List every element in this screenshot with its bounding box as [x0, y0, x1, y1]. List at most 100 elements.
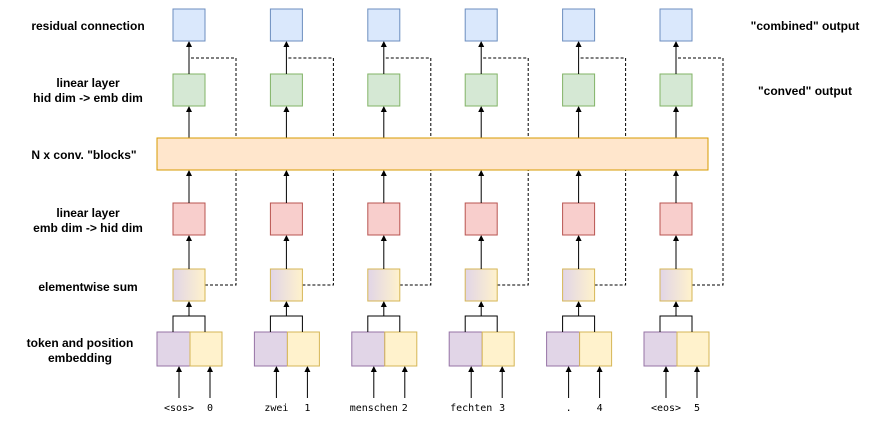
position-input-arrow-head: [499, 366, 506, 372]
conv-output-arrow-head: [673, 106, 679, 112]
elementwise-sum-box: [562, 268, 596, 302]
linear-out-box: [269, 73, 303, 107]
merge-line: [464, 315, 498, 332]
conv-input-arrow-head: [673, 170, 679, 176]
conv-output-arrow-head: [283, 106, 290, 112]
conv-blocks-bar: [156, 137, 709, 171]
residual-arrow-head: [380, 41, 387, 47]
label-embedding-line2: embedding: [48, 351, 112, 365]
residual-arrow-head: [283, 41, 290, 47]
token-embedding-box: [448, 331, 483, 367]
token-input-arrow-head: [176, 366, 182, 372]
position-embedding-box: [579, 331, 613, 367]
conv-output-arrow-head: [575, 106, 582, 112]
label-embedding-line1: token and position: [27, 336, 134, 350]
token-label: menschen: [350, 403, 398, 414]
label-linear-in-line2: emb dim -> hid dim: [33, 221, 143, 235]
position-label: 4: [597, 403, 603, 414]
linear-in-box: [562, 202, 596, 236]
token-input-arrow-head: [273, 366, 280, 372]
conv-output-arrow-head: [380, 106, 387, 112]
sum-input-arrow-head: [283, 301, 290, 307]
linear-out-box: [562, 73, 596, 107]
position-input-arrow-head: [596, 366, 603, 372]
label-conv-blocks: N x conv. "blocks": [31, 148, 136, 162]
sum-input-arrow-head: [186, 301, 192, 307]
residual-dashed-line: [189, 57, 237, 286]
token-label: .: [566, 403, 572, 414]
conv-output-arrow-head: [186, 106, 192, 112]
token-label: <sos>: [164, 403, 194, 414]
merge-line: [367, 315, 401, 332]
elementwise-sum-box: [464, 268, 498, 302]
elementwise-sum-box: [172, 268, 206, 302]
linear-out-box: [367, 73, 401, 107]
position-embedding-box: [189, 331, 223, 367]
position-embedding-box: [481, 331, 515, 367]
position-label: 5: [694, 403, 700, 414]
linear-in-arrow-head: [283, 235, 290, 241]
elementwise-sum-box: [659, 268, 693, 302]
token-embedding-box: [351, 331, 386, 367]
residual-arrow-head: [186, 41, 192, 47]
merge-line: [562, 315, 596, 332]
position-input-arrow-head: [694, 366, 700, 372]
position-embedding-box: [286, 331, 320, 367]
label-linear-out-line2: hid dim -> emb dim: [33, 91, 143, 105]
label-elementwise-sum: elementwise sum: [38, 280, 137, 294]
label-conved-output: "conved" output: [758, 84, 852, 98]
token-input-arrow-head: [370, 366, 377, 372]
linear-in-box: [172, 202, 206, 236]
residual-dashed-line: [676, 57, 724, 286]
sum-input-arrow-head: [673, 301, 679, 307]
position-label: 1: [304, 403, 310, 414]
linear-out-box: [659, 73, 693, 107]
merge-line: [172, 315, 206, 332]
residual-box: [269, 8, 303, 42]
linear-out-box: [464, 73, 498, 107]
token-label: <eos>: [651, 403, 681, 414]
residual-arrow-head: [575, 41, 582, 47]
sum-input-arrow-head: [380, 301, 387, 307]
token-input-arrow-head: [565, 366, 572, 372]
token-embedding-box: [253, 331, 288, 367]
linear-in-arrow-head: [186, 235, 192, 241]
residual-box: [172, 8, 206, 42]
residual-dashed-line: [383, 57, 432, 286]
residual-dashed-line: [481, 57, 529, 286]
linear-in-box: [659, 202, 693, 236]
position-label: 2: [402, 403, 408, 414]
conv-input-arrow-head: [283, 170, 290, 176]
residual-arrow-head: [673, 41, 679, 47]
linear-in-box: [269, 202, 303, 236]
conv-input-arrow-head: [575, 170, 582, 176]
token-input-arrow-head: [663, 366, 669, 372]
residual-dashed-line: [286, 57, 334, 286]
residual-box: [562, 8, 596, 42]
linear-in-box: [464, 202, 498, 236]
token-embedding-box: [546, 331, 581, 367]
linear-in-arrow-head: [478, 235, 485, 241]
label-linear-out-line1: linear layer: [56, 76, 120, 90]
residual-box: [464, 8, 498, 42]
linear-out-box: [172, 73, 206, 107]
position-label: 3: [499, 403, 505, 414]
label-residual-connection: residual connection: [31, 19, 144, 33]
conv-output-arrow-head: [478, 106, 485, 112]
elementwise-sum-box: [269, 268, 303, 302]
linear-in-arrow-head: [673, 235, 679, 241]
token-embedding-box: [643, 331, 678, 367]
conv-input-arrow-head: [380, 170, 387, 176]
position-input-arrow-head: [304, 366, 311, 372]
merge-line: [659, 315, 693, 332]
token-label: fechten: [450, 403, 492, 414]
residual-dashed-line: [578, 57, 627, 286]
residual-arrow-head: [478, 41, 485, 47]
conv-input-arrow-head: [478, 170, 485, 176]
position-label: 0: [207, 403, 213, 414]
token-input-arrow-head: [468, 366, 475, 372]
label-linear-in-line1: linear layer: [56, 206, 120, 220]
position-input-arrow-head: [401, 366, 408, 372]
